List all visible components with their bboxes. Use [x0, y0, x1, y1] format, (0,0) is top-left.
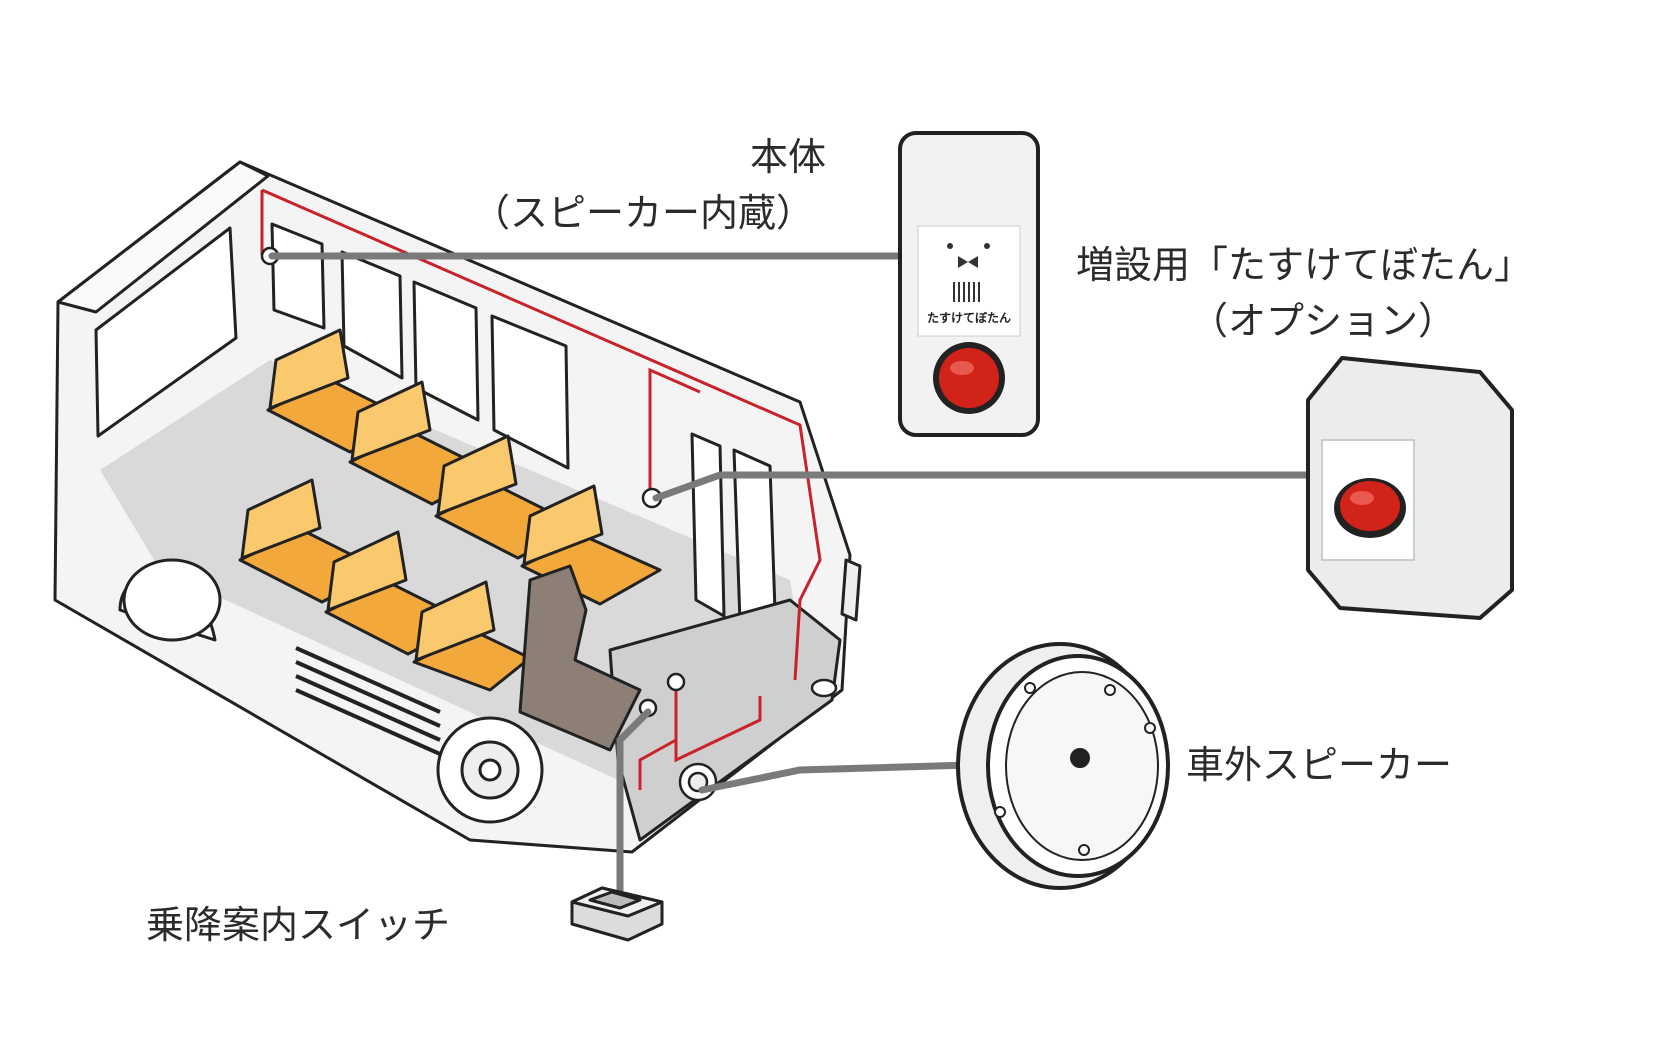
device-panel-text: たすけてぼたん [927, 311, 1011, 325]
side-window-1 [270, 222, 326, 330]
guide-switch-label: 乗降案内スイッチ [146, 903, 451, 947]
line-outside-speaker [698, 761, 974, 794]
outside-speaker-device [956, 642, 1170, 890]
side-window-4 [490, 314, 570, 470]
connector-lines [268, 252, 1312, 902]
line-extra-button [652, 471, 1312, 502]
main-unit-device: たすけてぼたん [898, 131, 1040, 437]
passenger-seats [238, 328, 662, 752]
side-window-3 [412, 280, 480, 422]
main-unit-sublabel: （スピーカー内蔵） [472, 191, 815, 235]
extra-button-label: 増設用「たすけてぼたん」 [1076, 243, 1533, 287]
outside-speaker-label: 車外スピーカー [1186, 743, 1453, 787]
main-unit-label: 本体 [750, 135, 827, 179]
driver-seat [518, 564, 642, 752]
guide-switch-device [570, 886, 664, 942]
side-vents [295, 646, 441, 756]
extra-button-sublabel: （オプション） [1190, 299, 1457, 343]
bus-roof [56, 160, 270, 314]
rear-door-window-1 [690, 432, 726, 618]
bus-windshield [94, 226, 238, 438]
red-wiring [260, 188, 822, 790]
side-window-2 [340, 250, 404, 380]
minibus-illustration [53, 160, 862, 854]
front-wheel [122, 558, 222, 642]
line-guide-switch [616, 708, 652, 902]
extra-button-device [1306, 356, 1514, 620]
seat [412, 580, 532, 692]
